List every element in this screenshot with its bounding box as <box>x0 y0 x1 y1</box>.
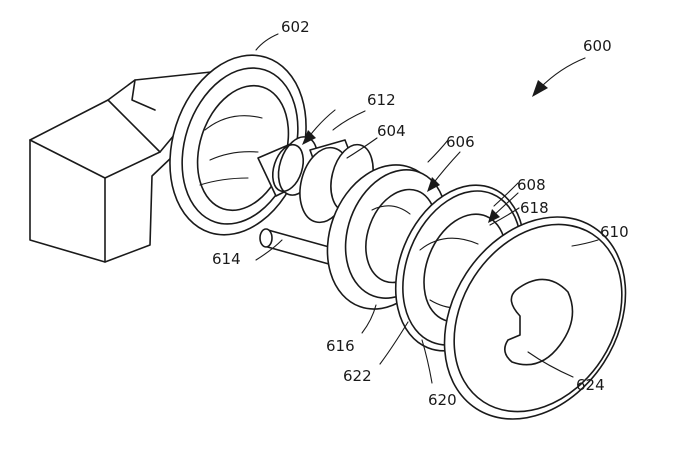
arrow-600 <box>532 57 586 97</box>
label-624: 624 <box>576 376 605 394</box>
label-610: 610 <box>600 223 629 241</box>
arrow-606 <box>427 151 461 192</box>
label-608: 608 <box>517 176 546 194</box>
arrow-608 <box>488 192 519 223</box>
label-612: 612 <box>367 91 396 109</box>
label-620: 620 <box>428 391 457 409</box>
label-600: 600 <box>583 37 612 55</box>
label-622: 622 <box>343 367 372 385</box>
disc-610 <box>443 216 627 420</box>
label-604: 604 <box>377 122 406 140</box>
label-616: 616 <box>326 337 355 355</box>
keyed-hole-624 <box>504 278 574 366</box>
label-614: 614 <box>212 250 241 268</box>
arrow-612 <box>302 109 336 145</box>
label-618: 618 <box>520 199 549 217</box>
label-606: 606 <box>446 133 475 151</box>
leader-lines <box>255 33 599 384</box>
label-602: 602 <box>281 18 310 36</box>
